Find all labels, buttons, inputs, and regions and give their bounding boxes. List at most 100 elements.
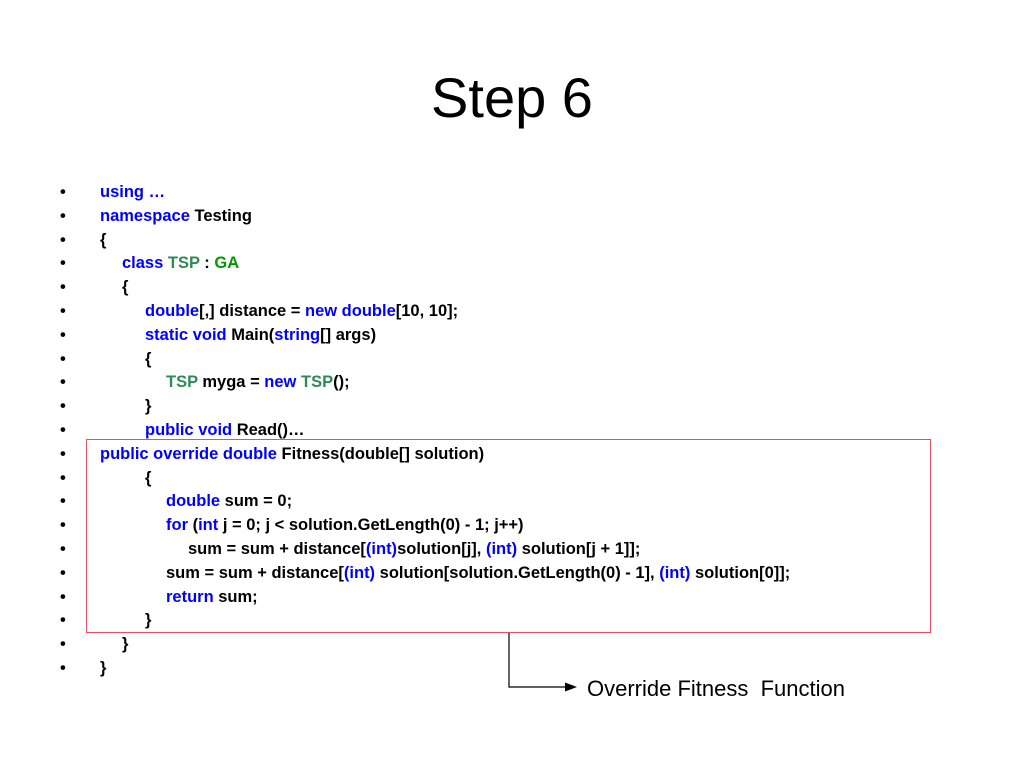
bullet-marker: •: [60, 492, 66, 511]
code-line: •double[,] distance = new double[10, 10]…: [0, 300, 1024, 324]
code-token-kw: (int): [365, 539, 398, 558]
code-line: •{: [0, 467, 1024, 491]
code-token: solution[j],: [397, 539, 486, 558]
code-text: public void Read()…: [145, 419, 305, 443]
code-token-kw: double: [341, 301, 396, 320]
code-text: double sum = 0;: [166, 490, 292, 514]
bullet-marker: •: [60, 373, 66, 392]
bullet-marker: •: [60, 444, 66, 463]
code-token-kw: using …: [100, 183, 166, 201]
code-token: }: [145, 611, 152, 630]
code-token: {: [145, 349, 152, 368]
code-token-kw: (int): [659, 563, 691, 582]
code-line: •}: [0, 657, 1024, 681]
code-line: • namespace Testing: [0, 205, 1024, 229]
code-line: •for (int j = 0; j < solution.GetLength(…: [0, 514, 1024, 538]
code-token: solution[solution.GetLength(0) - 1],: [375, 563, 660, 582]
code-token-kw: string: [274, 325, 321, 344]
code-token: (: [188, 516, 199, 535]
code-text: {: [122, 276, 128, 300]
code-token-kw: double: [145, 301, 200, 320]
code-line: •}: [0, 633, 1024, 657]
code-token: {: [145, 468, 152, 487]
code-token-kw: (int): [343, 563, 376, 582]
fitness-highlight-box: [86, 439, 931, 633]
code-token: {: [100, 230, 107, 249]
code-line: • sum = sum + distance[(int)solution[j], …: [0, 538, 1024, 562]
bullet-marker: •: [60, 301, 66, 320]
code-text: namespace Testing: [100, 205, 252, 229]
code-token-kw: int: [198, 516, 219, 535]
code-token: ();: [333, 373, 350, 392]
code-token: [10, 10];: [395, 301, 459, 320]
code-text: }: [145, 609, 151, 633]
code-line: • return sum;: [0, 586, 1024, 610]
code-token-ty: TSP: [166, 373, 198, 392]
code-line: •{: [0, 348, 1024, 372]
code-token: sum = 0;: [220, 492, 293, 511]
code-line: •public void Read()…: [0, 419, 1024, 443]
code-line: •}: [0, 395, 1024, 419]
code-token-kw: new: [304, 301, 338, 320]
code-token-kw: void: [198, 420, 233, 439]
code-token-kw: (int): [485, 539, 518, 558]
slide-title: Step 6: [431, 66, 593, 129]
code-text: double[,] distance = new double[10, 10];: [145, 300, 458, 324]
bullet-marker: •: [60, 587, 66, 606]
code-token: }: [100, 658, 107, 677]
code-text: }: [100, 657, 106, 681]
code-text: {: [145, 348, 151, 372]
bullet-marker: •: [60, 254, 66, 273]
code-token-ty-ga: GA: [214, 254, 240, 273]
code-text: {: [145, 467, 151, 491]
code-line: •sum = sum + distance[(int) solution[sol…: [0, 562, 1024, 586]
code-token: sum = sum + distance[: [188, 539, 366, 558]
code-line: • public override double Fitness(double[]…: [0, 443, 1024, 467]
code-text: using …: [100, 181, 165, 205]
code-token: [,] distance =: [199, 301, 305, 320]
code-token: {: [122, 278, 129, 297]
code-line: •{: [0, 229, 1024, 253]
code-token: Fitness(double[] solution): [276, 444, 485, 463]
bullet-marker: •: [60, 468, 66, 487]
code-text: sum = sum + distance[(int)solution[j], (…: [188, 538, 640, 562]
code-token-kw: public: [145, 420, 194, 439]
code-text: }: [122, 633, 128, 657]
code-bullet-list: •using …•namespace Testing•{•class TSP :…: [0, 181, 1024, 681]
code-line: •using …: [0, 181, 1024, 205]
bullet-marker: •: [60, 278, 66, 297]
code-token: }: [122, 635, 129, 654]
code-token: sum = sum + distance[: [166, 563, 344, 582]
code-token-ty: TSP: [167, 254, 200, 273]
code-token: sum;: [213, 587, 258, 606]
code-text: }: [145, 395, 151, 419]
code-token-kw: class: [122, 254, 164, 273]
bullet-marker: •: [60, 635, 66, 654]
code-text: static void Main(string[] args): [145, 324, 376, 348]
code-line: •static void Main(string[] args): [0, 324, 1024, 348]
code-line: • class TSP : GA: [0, 252, 1024, 276]
code-line: •{: [0, 276, 1024, 300]
code-text: sum = sum + distance[(int) solution[solu…: [166, 562, 790, 586]
code-token-kw: void: [192, 325, 227, 344]
bullet-marker: •: [60, 206, 66, 225]
code-token: solution[0]];: [690, 563, 791, 582]
bullet-marker: •: [60, 397, 66, 416]
code-text: class TSP : GA: [122, 252, 239, 276]
bullet-marker: •: [60, 349, 66, 368]
code-token: j = 0; j < solution.GetLength(0) - 1; j+…: [218, 516, 524, 535]
code-text: {: [100, 229, 106, 253]
code-token: }: [145, 397, 152, 416]
code-token-kw: namespace: [100, 206, 190, 225]
code-token-kw: return: [166, 587, 214, 606]
bullet-marker: •: [60, 658, 66, 677]
code-token-kw: public override double: [100, 444, 277, 463]
bullet-marker: •: [60, 539, 66, 558]
code-token: Main(: [226, 325, 275, 344]
code-text: return sum;: [166, 586, 258, 610]
code-token: Read()…: [232, 420, 305, 439]
code-token-ty: TSP: [300, 373, 334, 392]
code-text: public override double Fitness(double[] …: [100, 443, 484, 467]
code-token-kw: double: [166, 492, 221, 511]
bullet-marker: •: [60, 563, 66, 582]
